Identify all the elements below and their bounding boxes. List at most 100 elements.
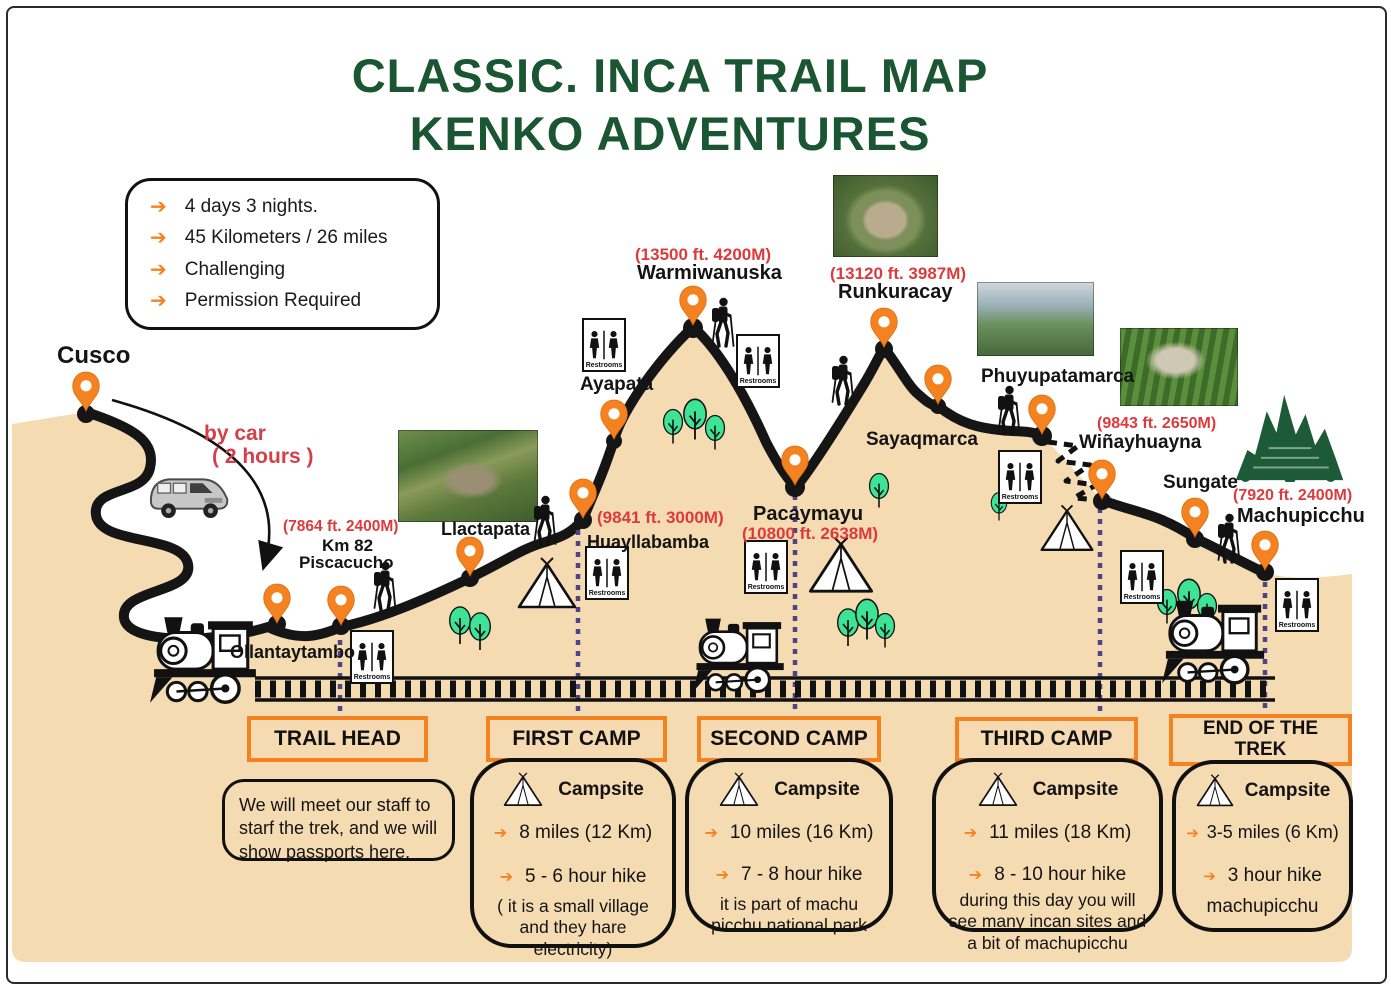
km82-label-line1: Km 82 — [322, 536, 374, 555]
trail-head-note-text: We will meet our staff to starf the trek… — [239, 795, 438, 862]
restroom-label: Restrooms — [1001, 493, 1039, 501]
end-of-trek-title-box: END OF THE TREK — [1169, 714, 1352, 766]
restroom-label: Restrooms — [739, 377, 777, 385]
end-of-trek-note: machupicchu — [1206, 896, 1319, 917]
hiker-icon — [706, 296, 738, 350]
arrow-icon: ➔ — [1186, 825, 1199, 842]
restroom-label: Restrooms — [353, 673, 391, 681]
restroom-sign: Restrooms — [582, 318, 626, 372]
hiker-icon — [992, 384, 1024, 438]
legend-box: ➔ 4 days 3 nights. ➔ 45 Kilometers / 26 … — [125, 178, 440, 330]
legend-item-label: 45 Kilometers / 26 miles — [184, 227, 388, 249]
pacaymayu-elevation: (10800 ft. 2638M) — [742, 524, 879, 543]
legend-item-permission: ➔ Permission Required — [150, 290, 419, 312]
arrow-icon: ➔ — [150, 227, 167, 250]
restroom-sign: Restrooms — [1275, 578, 1319, 632]
restroom-label: Restrooms — [747, 583, 785, 591]
tree-icon — [468, 612, 492, 652]
restroom-figures-icon — [1001, 461, 1039, 493]
second-camp-duration: 7 - 8 hour hike — [740, 864, 863, 885]
switchback-dashes — [1047, 439, 1101, 503]
restroom-label: Restrooms — [588, 589, 626, 597]
campsite-label: Campsite — [558, 779, 644, 800]
ayapata-pin — [599, 399, 629, 440]
restroom-sign: Restrooms — [998, 450, 1042, 504]
van-icon — [146, 466, 236, 524]
cusco-label: Cusco — [57, 342, 131, 369]
tree-icon — [874, 612, 896, 650]
second-camp-distance: 10 miles (16 Km) — [729, 822, 874, 843]
first-camp-title-box: FIRST CAMP — [486, 716, 667, 762]
km82-arrival-pin — [262, 583, 292, 624]
llactapata-pin — [455, 536, 485, 577]
restroom-figures-icon — [747, 551, 785, 583]
tent-icon — [515, 556, 579, 612]
first-camp-box: Campsite ➔ 8 miles (12 Km) ➔ 5 - 6 hour … — [470, 758, 676, 959]
warmiwanuska-label: Warmiwanuska — [637, 262, 782, 284]
end-of-trek-duration: 3 hour hike — [1227, 865, 1322, 886]
campsite-label: Campsite — [1032, 779, 1119, 800]
warmiwanuska-pin — [678, 285, 708, 326]
winayhuayna-pin — [1087, 459, 1117, 500]
trail-waypoint-dots — [77, 318, 1274, 635]
tent-icon — [1195, 774, 1235, 808]
poster-title-line1: CLASSIC. INCA TRAIL MAP — [351, 49, 989, 102]
trail-head-title-box: TRAIL HEAD — [247, 716, 428, 762]
end-of-trek-distance: 3-5 miles (6 Km) — [1206, 822, 1339, 842]
legend-item-difficulty: ➔ Challenging — [150, 259, 419, 281]
km82-pin — [326, 585, 356, 626]
winayhuayna-photo — [1120, 328, 1238, 406]
winayhuayna-label: Wiñayhuayna — [1079, 432, 1202, 453]
huayllabamba-elevation: (9841 ft. 3000M) — [597, 508, 724, 527]
restroom-sign: Restrooms — [350, 630, 394, 684]
llactapata-label: Llactapata — [441, 519, 531, 539]
third-camp-distance: 11 miles (18 Km) — [989, 822, 1132, 843]
campsite-label: Campsite — [1244, 780, 1331, 801]
by-car-arrow — [111, 398, 284, 571]
tent-icon — [806, 536, 876, 596]
end-of-trek-box: Campsite ➔ 3-5 miles (6 Km) ➔ 3 hour hik… — [1172, 760, 1353, 932]
machupicchu-illustration — [1232, 390, 1347, 482]
first-camp-distance: 8 miles (12 Km) — [519, 822, 653, 843]
restroom-label: Restrooms — [1123, 593, 1161, 601]
restroom-figures-icon — [353, 641, 391, 673]
phuyupatamarca-label: Phuyupatamarca — [981, 366, 1135, 387]
ollantaytambo-label: Ollantaytambo — [230, 642, 356, 662]
tent-icon — [718, 772, 760, 808]
by-car-label-line2: ( 2 hours ) — [212, 445, 314, 468]
trail-head-note-box: We will meet our staff to starf the trek… — [222, 779, 455, 862]
restroom-figures-icon — [588, 557, 626, 589]
by-car-label-line1: by car — [204, 422, 266, 445]
first-camp-duration: 5 - 6 hour hike — [524, 866, 647, 887]
pacaymayu-pin — [780, 445, 810, 486]
phuyupatamarca-pin — [1027, 394, 1057, 435]
third-camp-title-box: THIRD CAMP — [955, 717, 1138, 762]
arrow-icon: ➔ — [150, 195, 167, 218]
ayapata-label: Ayapata — [580, 374, 654, 395]
legend-item-duration: ➔ 4 days 3 nights. — [150, 196, 419, 218]
legend-item-label: 4 days 3 nights. — [184, 195, 318, 217]
restroom-sign: Restrooms — [744, 540, 788, 594]
restroom-figures-icon — [739, 345, 777, 377]
restroom-figures-icon — [1278, 589, 1316, 621]
restroom-figures-icon — [1123, 561, 1161, 593]
arrow-icon: ➔ — [704, 825, 718, 842]
runkuracay-photo — [833, 175, 938, 257]
tree-icon — [868, 472, 890, 510]
arrow-icon: ➔ — [968, 867, 983, 884]
winayhuayna-elevation: (9843 ft. 2650M) — [1097, 415, 1217, 432]
third-camp-duration: 8 - 10 hour hike — [994, 864, 1127, 885]
pacaymayu-label: Pacaymayu — [753, 503, 864, 525]
sayaqmarca-pin — [923, 364, 953, 405]
runkuracay-label: Runkuracay — [838, 281, 953, 303]
arrow-icon: ➔ — [715, 867, 729, 884]
sungate-pin — [1180, 497, 1210, 538]
first-camp-note: ( it is a small village and they hare el… — [497, 896, 649, 959]
arrow-icon: ➔ — [150, 258, 167, 281]
tent-icon — [977, 772, 1019, 808]
llactapata-photo — [398, 430, 538, 522]
machupicchu-pin — [1250, 530, 1280, 571]
huayllabamba-label: Huayllabamba — [587, 532, 710, 552]
machupicchu-elevation: (7920 ft. 2400M) — [1233, 487, 1353, 504]
